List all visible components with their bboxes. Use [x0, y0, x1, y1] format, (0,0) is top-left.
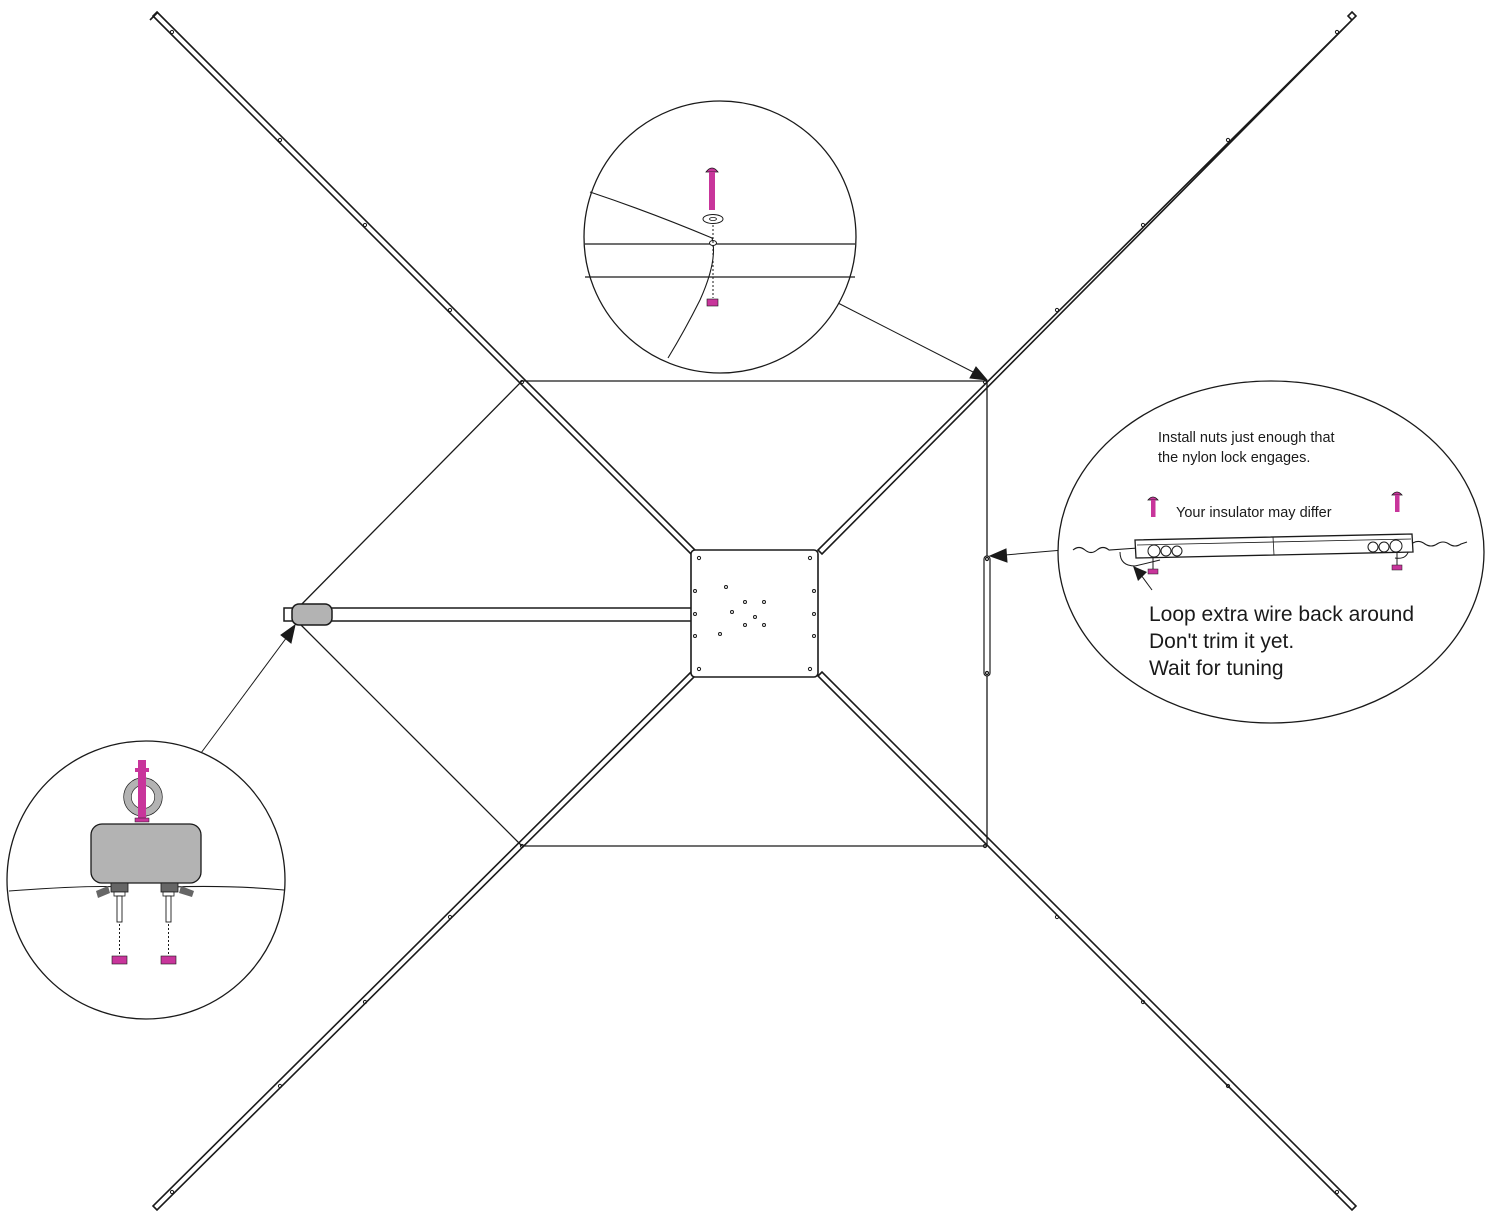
nut-note-line-2: the nylon lock engages.	[1158, 450, 1310, 466]
leader-lines	[200, 302, 1076, 754]
spreader-arm-bottom-right	[816, 670, 1358, 1212]
feedpoint-insulator	[983, 555, 991, 677]
loop-note-line-3: Wait for tuning	[1149, 657, 1284, 680]
insulator-bolt-icon	[1057, 380, 1485, 724]
eye-bolt-clamp-icon	[6, 740, 286, 1020]
loop-note-line-1: Loop extra wire back around	[1149, 603, 1414, 626]
spreader-arm-top-right	[816, 10, 1358, 556]
center-hub-plate	[690, 549, 819, 678]
boom	[283, 603, 693, 626]
insulator-note: Your insulator may differ	[1176, 505, 1332, 521]
loop-note-line-2: Don't trim it yet.	[1149, 630, 1294, 653]
bolt-washer-nut-icon	[583, 100, 857, 374]
nut-note-line-1: Install nuts just enough that	[1158, 430, 1335, 446]
